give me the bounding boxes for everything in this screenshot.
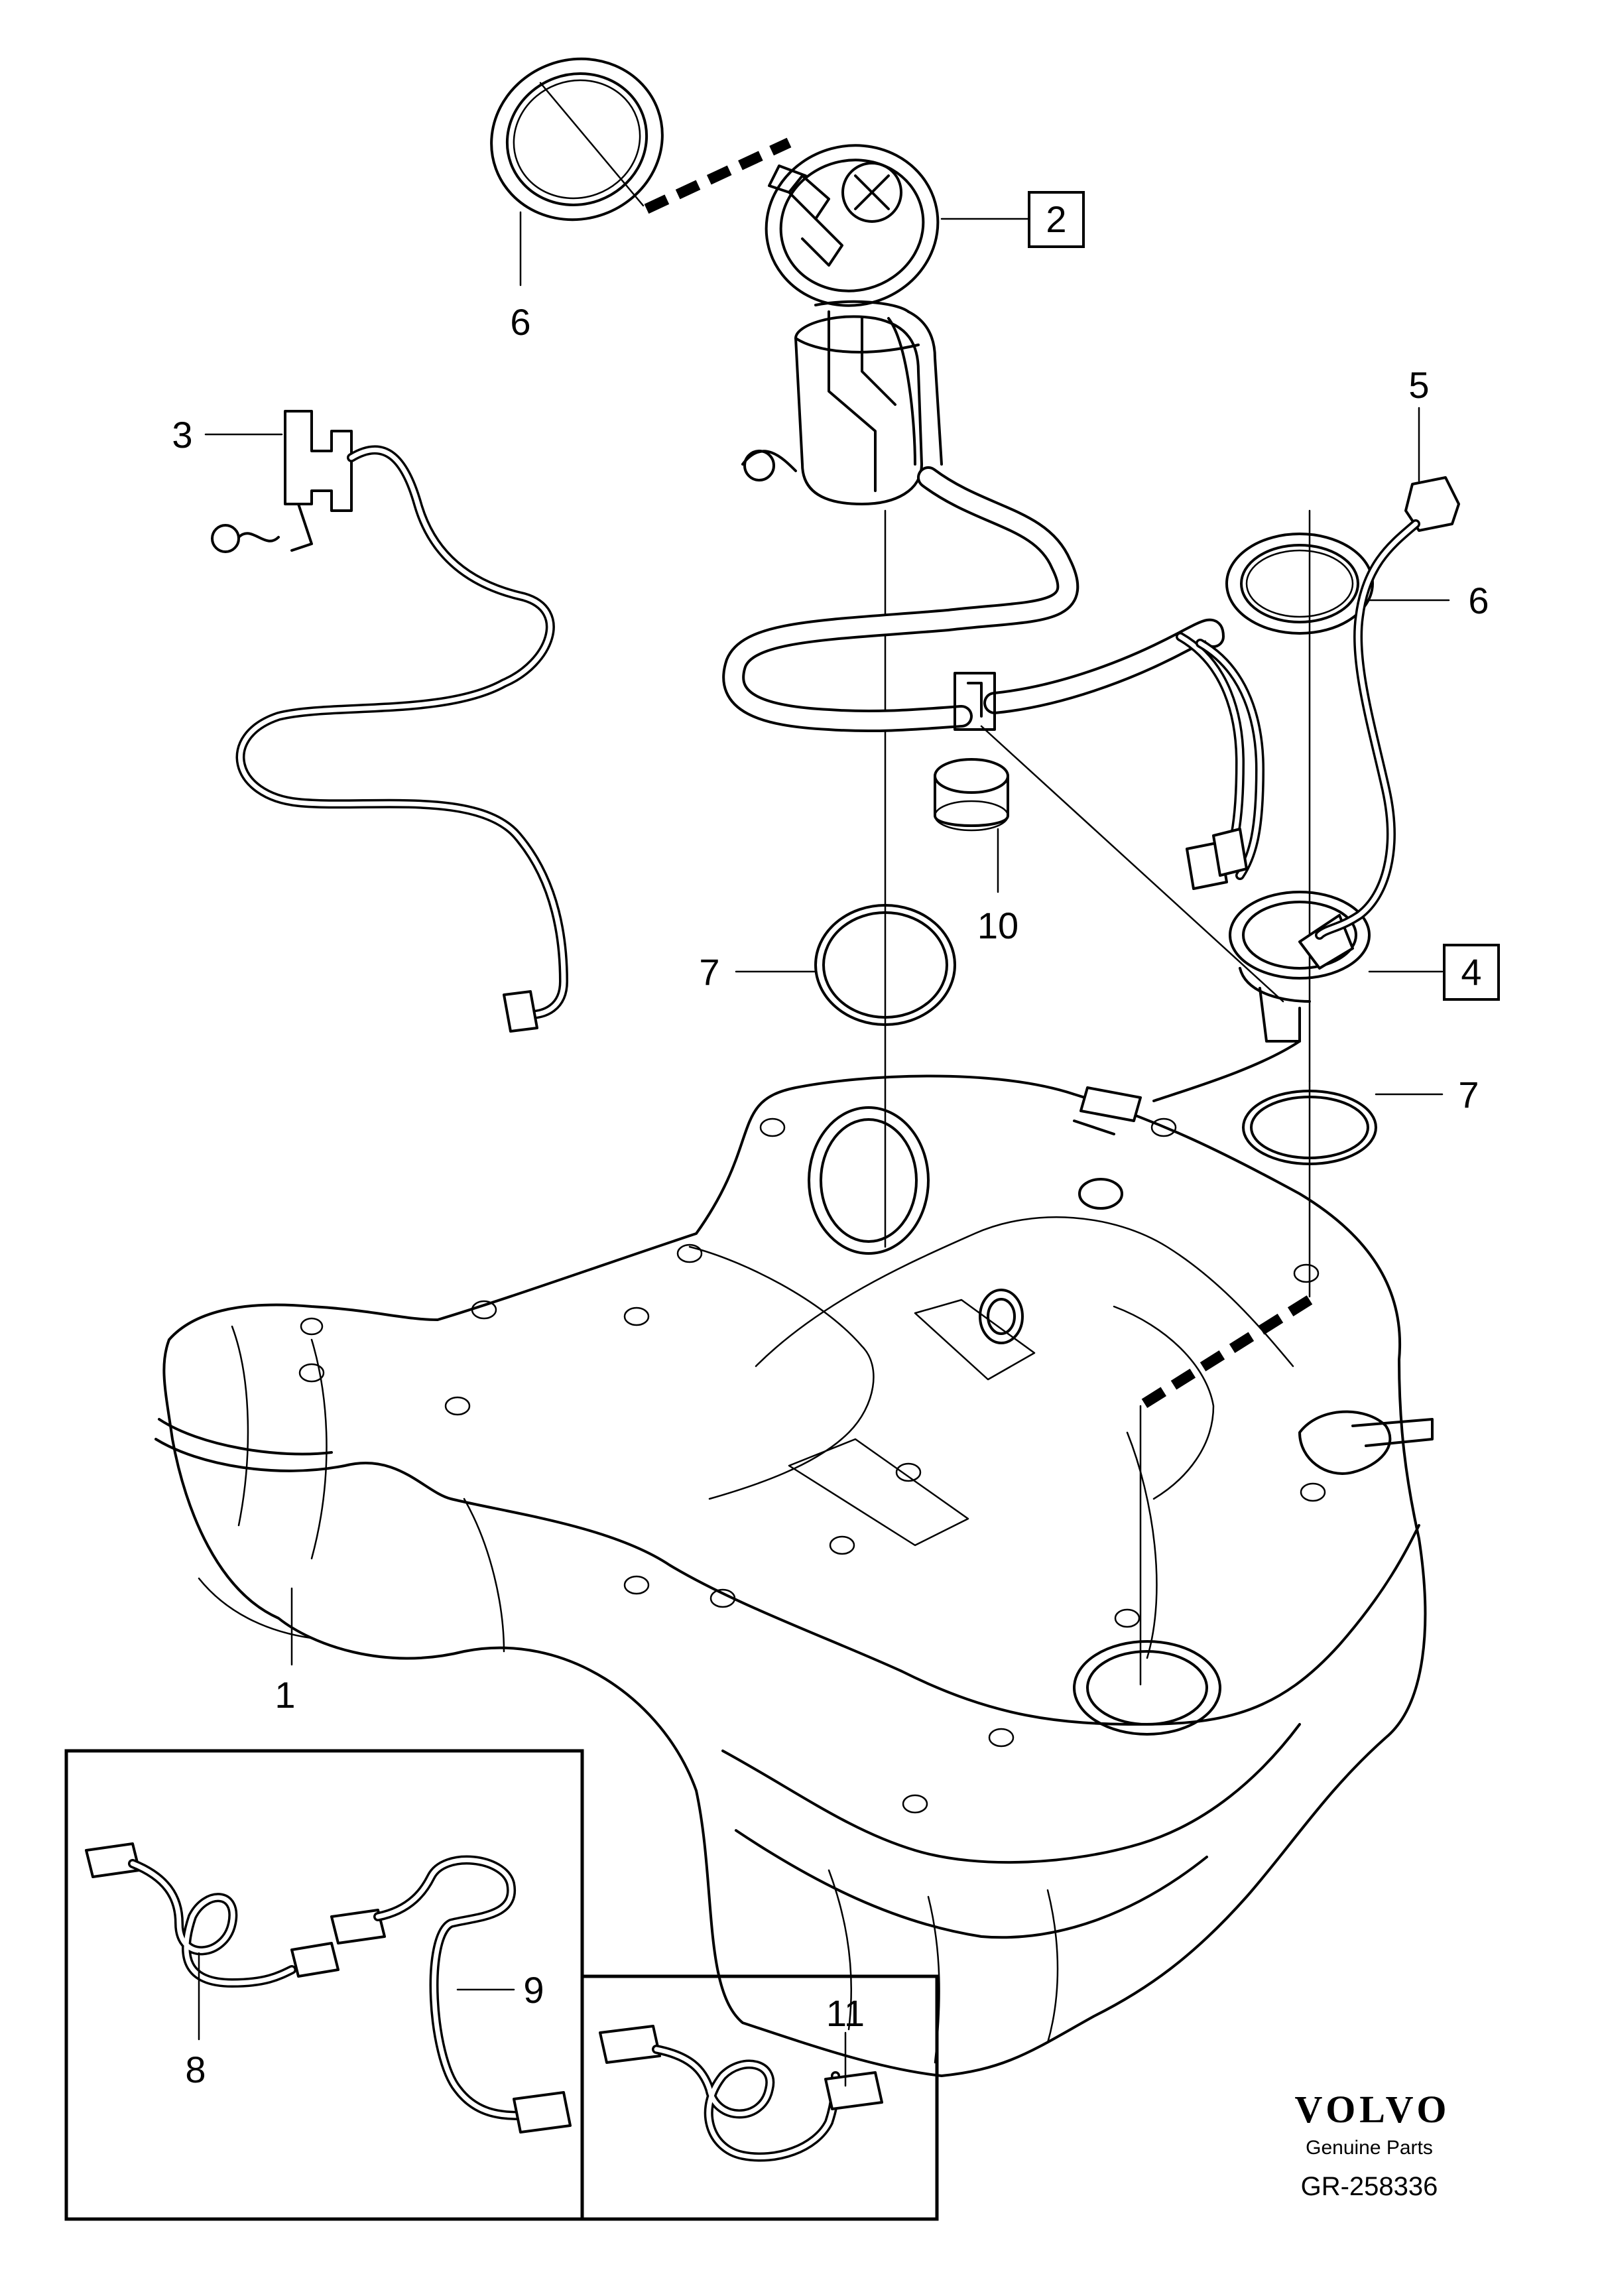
callout-2: 2	[1046, 198, 1066, 240]
callout-7-left: 7	[699, 951, 719, 993]
callout-7-right: 7	[1458, 1074, 1479, 1116]
o-ring-right	[1242, 1090, 1377, 1165]
callout-3: 3	[172, 414, 192, 456]
diagram-code: GR-258336	[1301, 2172, 1438, 2201]
fuel-pump-assembly	[741, 144, 943, 505]
callout-4-box	[1443, 944, 1500, 1001]
assembly-center-lines	[539, 82, 1313, 1686]
callout-6-right: 6	[1468, 580, 1489, 621]
callout-8: 8	[185, 2049, 206, 2090]
callout-1: 1	[275, 1674, 295, 1716]
callout-11: 11	[826, 1992, 865, 2034]
lock-ring	[934, 758, 1009, 832]
branding-block: VOLVO Genuine Parts GR-258336	[1294, 2088, 1450, 2201]
callout-6-top: 6	[510, 301, 530, 343]
callout-9: 9	[523, 1969, 544, 2011]
callout-5: 5	[1408, 364, 1429, 406]
callouts: 2 4 6 3 5 6 10 7 7 1 8 9 11	[172, 191, 1500, 2090]
harness-pump-to-sender	[1176, 632, 1264, 890]
fuel-hose	[722, 466, 1225, 733]
callout-4: 4	[1461, 951, 1481, 993]
volvo-logo: VOLVO	[1294, 2088, 1450, 2131]
fuel-tank	[154, 1074, 1434, 2077]
callout-10: 10	[977, 905, 1018, 946]
seal-ring-top	[490, 57, 664, 222]
sensor-with-harness	[211, 410, 568, 1033]
mounting-holes	[298, 1117, 1326, 1814]
seal-ring-right	[1225, 533, 1374, 635]
o-ring-left	[814, 904, 956, 1026]
sender-harness	[1315, 476, 1460, 940]
genuine-parts-label: Genuine Parts	[1306, 2137, 1433, 2159]
leader-lines	[198, 211, 1450, 2087]
inset-harness-11	[580, 1974, 939, 2221]
fuel-level-sender	[1079, 891, 1371, 1122]
callout-2-box	[1028, 191, 1085, 248]
inset-harness-kit-8-9	[64, 1749, 584, 2221]
